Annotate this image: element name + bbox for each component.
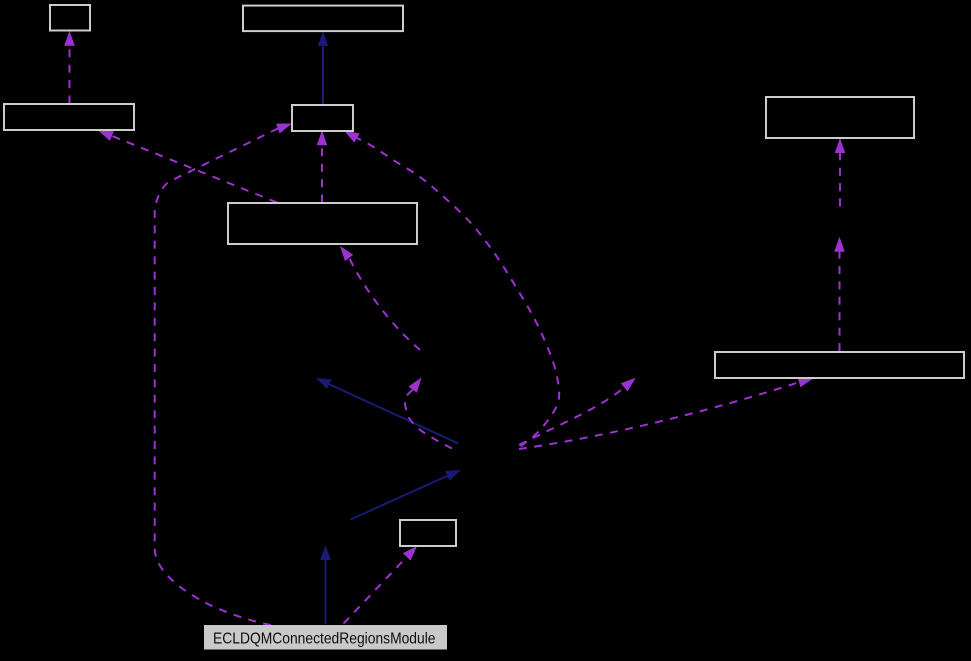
svg-text:ECLDQMConnectedRegionsModule: ECLDQMConnectedRegionsModule [213, 630, 436, 647]
